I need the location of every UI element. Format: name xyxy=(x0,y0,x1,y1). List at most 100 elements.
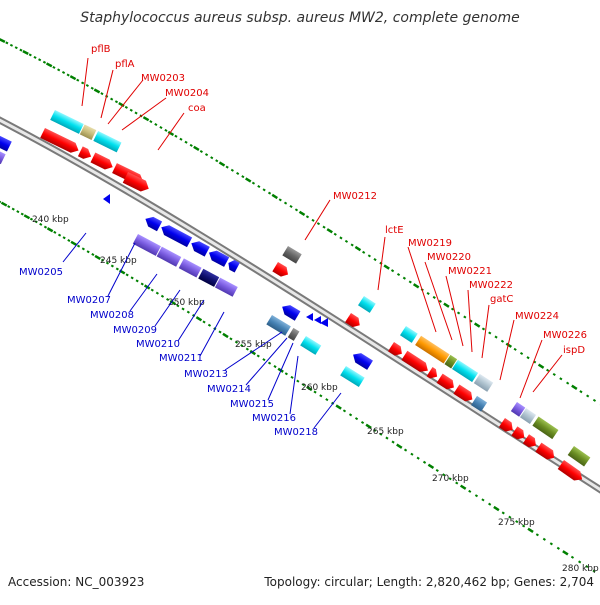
gene-arrow[interactable] xyxy=(320,318,328,327)
gene-arrow[interactable] xyxy=(350,350,373,370)
major-tick-mark xyxy=(272,194,278,199)
minor-tick-mark xyxy=(343,409,346,412)
gene-feature[interactable] xyxy=(400,326,418,343)
minor-tick-mark xyxy=(62,71,65,74)
minor-tick-mark xyxy=(53,231,56,234)
minor-tick-mark xyxy=(566,382,569,385)
major-tick-mark xyxy=(428,464,434,469)
kbp-label: 275 kbp xyxy=(498,518,535,528)
minor-tick-mark xyxy=(136,279,139,282)
gene-label-MW0205[interactable]: MW0205 xyxy=(19,267,63,278)
minor-tick-mark xyxy=(231,169,234,172)
gene-label-pflA[interactable]: pflA xyxy=(115,59,135,70)
gene-label-MW0220[interactable]: MW0220 xyxy=(427,252,471,263)
minor-tick-mark xyxy=(427,292,430,295)
gene-feature[interactable] xyxy=(452,360,478,382)
minor-tick-mark xyxy=(268,362,271,365)
gene-label-lctE[interactable]: lctE xyxy=(385,225,404,236)
minor-tick-mark xyxy=(339,236,342,239)
major-tick-mark xyxy=(493,506,499,511)
gene-feature[interactable] xyxy=(358,296,376,313)
major-tick-mark xyxy=(474,322,480,327)
minor-tick-mark xyxy=(159,126,162,129)
minor-tick-mark xyxy=(21,213,24,216)
gene-label-MW0211[interactable]: MW0211 xyxy=(159,353,203,364)
gene-label-MW0216[interactable]: MW0216 xyxy=(252,413,296,424)
gene-arrow[interactable] xyxy=(279,302,300,321)
gene-feature[interactable] xyxy=(568,446,591,466)
gene-label-MW0204[interactable]: MW0204 xyxy=(165,88,209,99)
minor-tick-mark xyxy=(149,120,152,123)
gene-arrow[interactable] xyxy=(78,146,94,161)
gene-label-MW0210[interactable]: MW0210 xyxy=(136,339,180,350)
gene-feature[interactable] xyxy=(179,258,202,277)
gene-label-ispD[interactable]: ispD xyxy=(563,345,585,356)
gene-feature[interactable] xyxy=(266,315,291,336)
minor-tick-mark xyxy=(229,337,232,340)
gene-feature[interactable] xyxy=(282,246,301,264)
minor-tick-mark xyxy=(164,129,167,132)
gene-label-gatC[interactable]: gatC xyxy=(490,294,513,305)
minor-tick-mark xyxy=(361,421,364,424)
gene-label-MW0222[interactable]: MW0222 xyxy=(469,280,513,291)
minor-tick-mark xyxy=(488,503,491,506)
minor-tick-mark xyxy=(33,56,36,59)
gene-arrow[interactable] xyxy=(272,262,291,279)
gene-feature[interactable] xyxy=(133,234,161,256)
gene-label-MW0207[interactable]: MW0207 xyxy=(67,295,111,306)
gene-label-MW0208[interactable]: MW0208 xyxy=(90,310,134,321)
gene-label-MW0221[interactable]: MW0221 xyxy=(448,266,492,277)
major-tick-mark xyxy=(22,50,28,55)
gene-feature[interactable] xyxy=(300,336,321,355)
minor-tick-mark xyxy=(557,547,560,550)
gene-feature[interactable] xyxy=(532,417,558,440)
minor-tick-mark xyxy=(5,41,8,44)
minor-tick-mark xyxy=(130,109,133,112)
gene-label-MW0203[interactable]: MW0203 xyxy=(141,73,185,84)
gene-arrow[interactable] xyxy=(143,214,162,231)
gene-label-MW0213[interactable]: MW0213 xyxy=(184,369,228,380)
minor-tick-mark xyxy=(345,240,348,243)
gene-label-coa[interactable]: coa xyxy=(188,103,206,114)
gene-arrow[interactable] xyxy=(314,316,321,324)
gene-feature[interactable] xyxy=(50,110,84,134)
gene-feature[interactable] xyxy=(157,247,182,267)
callout-line xyxy=(500,320,514,380)
minor-tick-mark xyxy=(262,358,265,361)
gene-feature[interactable] xyxy=(340,366,364,387)
gene-feature[interactable] xyxy=(474,374,493,392)
gene-label-pflB[interactable]: pflB xyxy=(91,44,111,55)
minor-tick-mark xyxy=(433,296,436,299)
gene-label-MW0214[interactable]: MW0214 xyxy=(207,384,251,395)
minor-tick-mark xyxy=(134,111,137,114)
gene-feature[interactable] xyxy=(198,269,219,287)
gene-arrow[interactable] xyxy=(103,194,110,204)
major-tick-mark xyxy=(383,264,389,269)
callout-line xyxy=(63,233,86,262)
minor-tick-mark xyxy=(306,215,309,218)
gene-arrow[interactable] xyxy=(0,132,12,152)
kbp-label: 260 kbp xyxy=(301,383,338,393)
gene-feature[interactable] xyxy=(288,328,300,341)
map-title: Staphylococcus aureus subsp. aureus MW2,… xyxy=(80,10,520,26)
gene-feature[interactable] xyxy=(93,131,121,152)
minor-tick-mark xyxy=(10,44,13,47)
minor-tick-mark xyxy=(67,74,70,77)
minor-tick-mark xyxy=(67,239,70,242)
major-tick-mark xyxy=(538,363,544,368)
minor-tick-mark xyxy=(141,283,144,286)
gene-label-MW0219[interactable]: MW0219 xyxy=(408,238,452,249)
gene-arrow[interactable] xyxy=(306,313,313,321)
major-tick-mark xyxy=(47,227,53,232)
minor-tick-mark xyxy=(16,210,19,213)
minor-tick-mark xyxy=(296,380,299,383)
gene-label-MW0212[interactable]: MW0212 xyxy=(333,191,377,202)
gene-feature[interactable] xyxy=(215,278,238,297)
minor-tick-mark xyxy=(43,61,46,64)
gene-label-MW0209[interactable]: MW0209 xyxy=(113,325,157,336)
gene-label-MW0215[interactable]: MW0215 xyxy=(230,399,274,410)
gene-label-MW0226[interactable]: MW0226 xyxy=(543,330,587,341)
gene-label-MW0218[interactable]: MW0218 xyxy=(274,427,318,438)
gene-label-MW0224[interactable]: MW0224 xyxy=(515,311,559,322)
